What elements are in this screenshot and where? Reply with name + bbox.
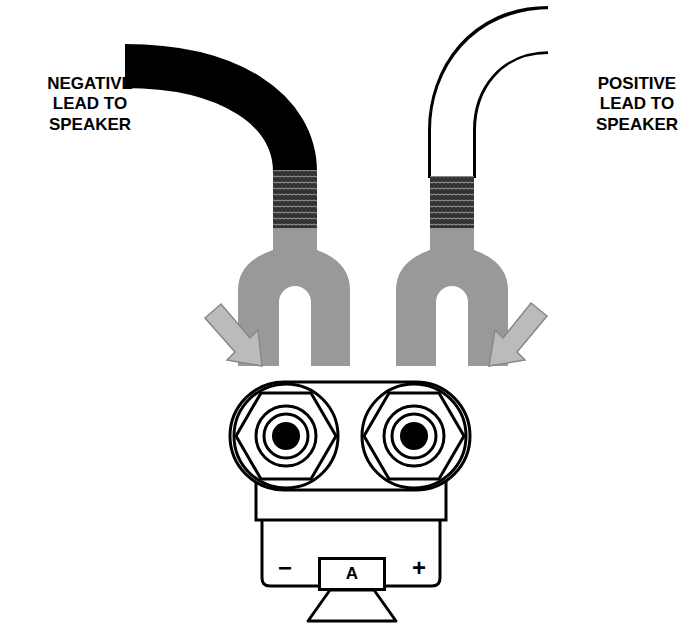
polarity-sign: +: [406, 554, 432, 583]
insert-arrow: [205, 304, 262, 366]
speaker-wire: [384, 520, 440, 586]
lead-label: NEGATIVE LEAD TO SPEAKER: [30, 74, 150, 135]
spade-terminal: [396, 228, 508, 366]
speaker-wire: [262, 520, 320, 586]
positive-cable: [452, 30, 552, 178]
wire-strands: [430, 176, 474, 230]
lead-label: POSITIVE LEAD TO SPEAKER: [582, 74, 692, 135]
binding-post: [362, 384, 466, 488]
polarity-sign: −: [272, 554, 298, 583]
speaker-letter: A: [346, 564, 358, 584]
negative-cable: [125, 66, 295, 172]
speaker-label-box: A: [318, 557, 386, 591]
insert-arrow: [489, 303, 547, 366]
binding-post: [234, 384, 338, 488]
wire-strands: [273, 170, 317, 230]
binding-post-base: [230, 382, 470, 490]
speaker-cone: [308, 590, 396, 621]
